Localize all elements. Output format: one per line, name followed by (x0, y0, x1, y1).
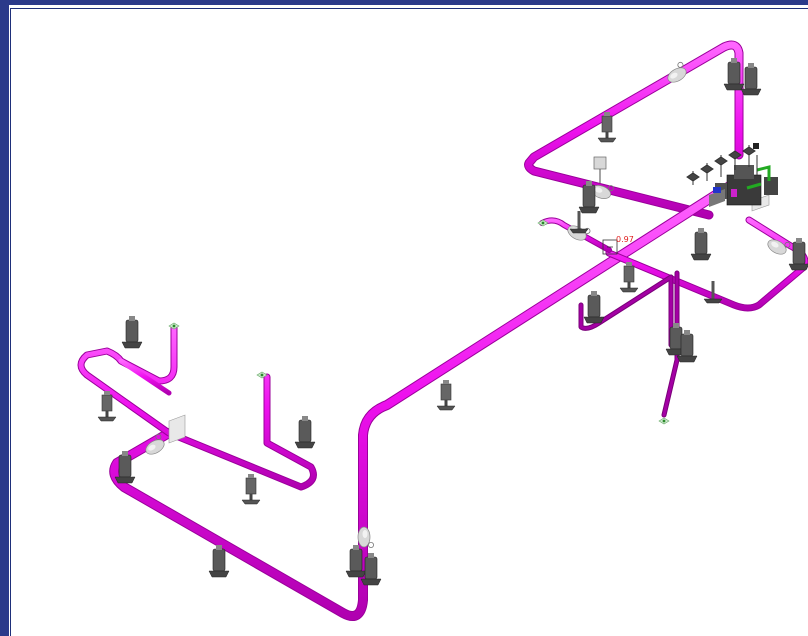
support-icon (241, 473, 261, 505)
support-icon (294, 415, 316, 449)
flange-plate-left (168, 414, 186, 444)
dimension-value: 0.97 (616, 235, 634, 244)
pipe-network[interactable] (77, 40, 808, 621)
valve-vertical[interactable] (357, 526, 375, 549)
support-icon (583, 290, 605, 324)
pipe-run-upper-loop[interactable] (524, 40, 744, 220)
pipe-run-left-loop[interactable] (77, 323, 317, 491)
pipe-run-main-diagonal[interactable] (109, 175, 744, 621)
pipe-supports (97, 57, 808, 586)
support-icon (436, 379, 456, 411)
support-icon (690, 227, 712, 261)
equipment-cluster[interactable] (686, 143, 778, 207)
3d-viewport[interactable]: 0.97 (5, 5, 808, 636)
dimension-annotation[interactable]: 0.97 (602, 235, 634, 255)
instruments (569, 156, 723, 304)
dimension-box (602, 239, 618, 255)
instrument-box (593, 156, 607, 170)
end-cap-icon (658, 417, 670, 425)
piping-model-canvas[interactable]: 0.97 (9, 5, 808, 636)
support-icon (740, 62, 762, 96)
support-icon (121, 315, 143, 349)
valves[interactable] (141, 60, 792, 549)
stand-icon (569, 210, 589, 234)
